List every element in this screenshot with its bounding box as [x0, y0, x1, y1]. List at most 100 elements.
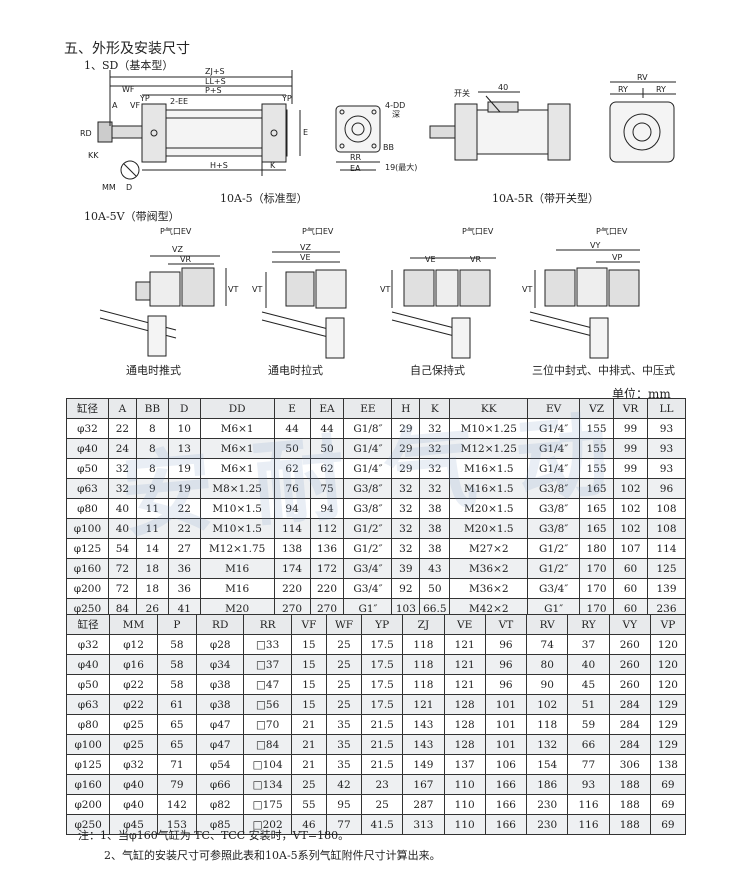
table-cell: 167	[402, 774, 445, 795]
table-cell: 102	[526, 694, 569, 715]
table-cell: 138	[273, 538, 311, 559]
table-header-cell: VR	[613, 398, 648, 419]
table-cell: 121	[443, 634, 486, 655]
table-cell: 10	[167, 418, 201, 439]
table-cell: M6×1	[199, 458, 275, 479]
table-cell: 32	[391, 478, 421, 499]
table-cell: φ12	[109, 634, 158, 655]
table-cell: 95	[325, 794, 363, 815]
table-cell: 118	[402, 674, 445, 695]
table-cell: 230	[526, 794, 569, 815]
table-cell: 116	[567, 814, 610, 835]
table-cell: 71	[156, 754, 197, 775]
table-cell: φ32	[109, 754, 158, 775]
table-cell: M10×1.5	[199, 498, 275, 519]
dim-ea: EA	[350, 164, 361, 173]
dim-rd: RD	[80, 129, 92, 138]
table-cell: 108	[646, 498, 687, 519]
table-header-cell: A	[107, 398, 137, 419]
table-cell: 9	[135, 478, 169, 499]
table-cell: G1/4″	[527, 458, 581, 479]
table-cell: 112	[309, 518, 345, 539]
dim-dd-sub: 深	[392, 110, 400, 119]
table-cell: 128	[443, 714, 486, 735]
table-cell: 116	[567, 794, 610, 815]
table-cell: 129	[649, 694, 687, 715]
table-cell: 118	[402, 654, 445, 675]
table-cell: 132	[526, 734, 569, 755]
table-cell: 188	[608, 814, 651, 835]
table-cell: 270	[273, 598, 311, 619]
table-cell: 29	[391, 438, 421, 459]
table-cell: 25	[325, 634, 363, 655]
table-cell: 96	[484, 674, 528, 695]
table-cell: M6×1	[199, 418, 275, 439]
table-cell: 25	[325, 654, 363, 675]
table-cell: G3/4″	[527, 578, 581, 599]
table-cell: 260	[608, 654, 651, 675]
table-cell: 35	[325, 754, 363, 775]
table-cell: φ40	[65, 654, 111, 675]
table-cell: 170	[579, 598, 615, 619]
table-cell: 17.5	[361, 674, 404, 695]
dim-vr-3: VR	[470, 255, 481, 264]
table-cell: 29	[391, 418, 421, 439]
table-cell: 180	[579, 538, 615, 559]
table-cell: 260	[608, 674, 651, 695]
table-cell: φ47	[195, 714, 245, 735]
table-cell: M20	[199, 598, 275, 619]
table-cell: 29	[391, 458, 421, 479]
table-cell: G1/4″	[527, 418, 581, 439]
table-cell: 220	[309, 578, 345, 599]
table-cell: 93	[646, 458, 687, 479]
dim-pev-1: P气口EV	[160, 226, 192, 236]
table-cell: φ100	[66, 518, 109, 539]
table-cell: 74	[526, 634, 569, 655]
table-cell: 69	[649, 814, 687, 835]
table-cell: G3/4″	[343, 578, 393, 599]
valve-drawing-three-position	[529, 249, 640, 359]
table-cell: G1/2″	[527, 558, 581, 579]
dim-yp-right: YP	[281, 94, 292, 103]
caption-push: 通电时推式	[126, 364, 181, 377]
table-cell: G3/8″	[343, 478, 393, 499]
table-cell: φ40	[109, 774, 158, 795]
table-cell: φ63	[66, 478, 109, 499]
table-cell: 77	[567, 754, 610, 775]
table-header-cell: P	[156, 614, 197, 635]
table-cell: 284	[608, 714, 651, 735]
table-cell: 66	[567, 734, 610, 755]
table-cell: 106	[484, 754, 528, 775]
table-cell: M27×2	[449, 538, 529, 559]
table-header-cell: KK	[449, 398, 529, 419]
table-header-cell: EA	[309, 398, 345, 419]
table-cell: 143	[402, 734, 445, 755]
table-cell: φ50	[66, 458, 109, 479]
table-cell: 120	[649, 674, 687, 695]
table-cell: 19	[167, 478, 201, 499]
table-cell: 41	[167, 598, 201, 619]
table-cell: 284	[608, 694, 651, 715]
table-cell: M36×2	[449, 578, 529, 599]
table-header-cell: VE	[443, 614, 486, 635]
table-cell: M20×1.5	[449, 498, 529, 519]
table-cell: 92	[391, 578, 421, 599]
table-cell: 260	[608, 634, 651, 655]
table-cell: 114	[646, 538, 687, 559]
table-cell: G1″	[527, 598, 581, 619]
table-cell: 15	[290, 634, 327, 655]
table-cell: φ54	[195, 754, 245, 775]
table-cell: φ250	[65, 814, 111, 835]
table-cell: 118	[402, 634, 445, 655]
table-cell: M8×1.25	[199, 478, 275, 499]
table-cell: 21	[290, 714, 327, 735]
dim-pev-2: P气口EV	[302, 226, 334, 236]
table-cell: 114	[273, 518, 311, 539]
table-cell: 39	[391, 558, 421, 579]
table-cell: 17.5	[361, 694, 404, 715]
table-cell: M42×2	[449, 598, 529, 619]
caption-self-hold: 自己保持式	[410, 364, 465, 377]
caption-three-position: 三位中封式、中排式、中压式	[532, 364, 675, 377]
